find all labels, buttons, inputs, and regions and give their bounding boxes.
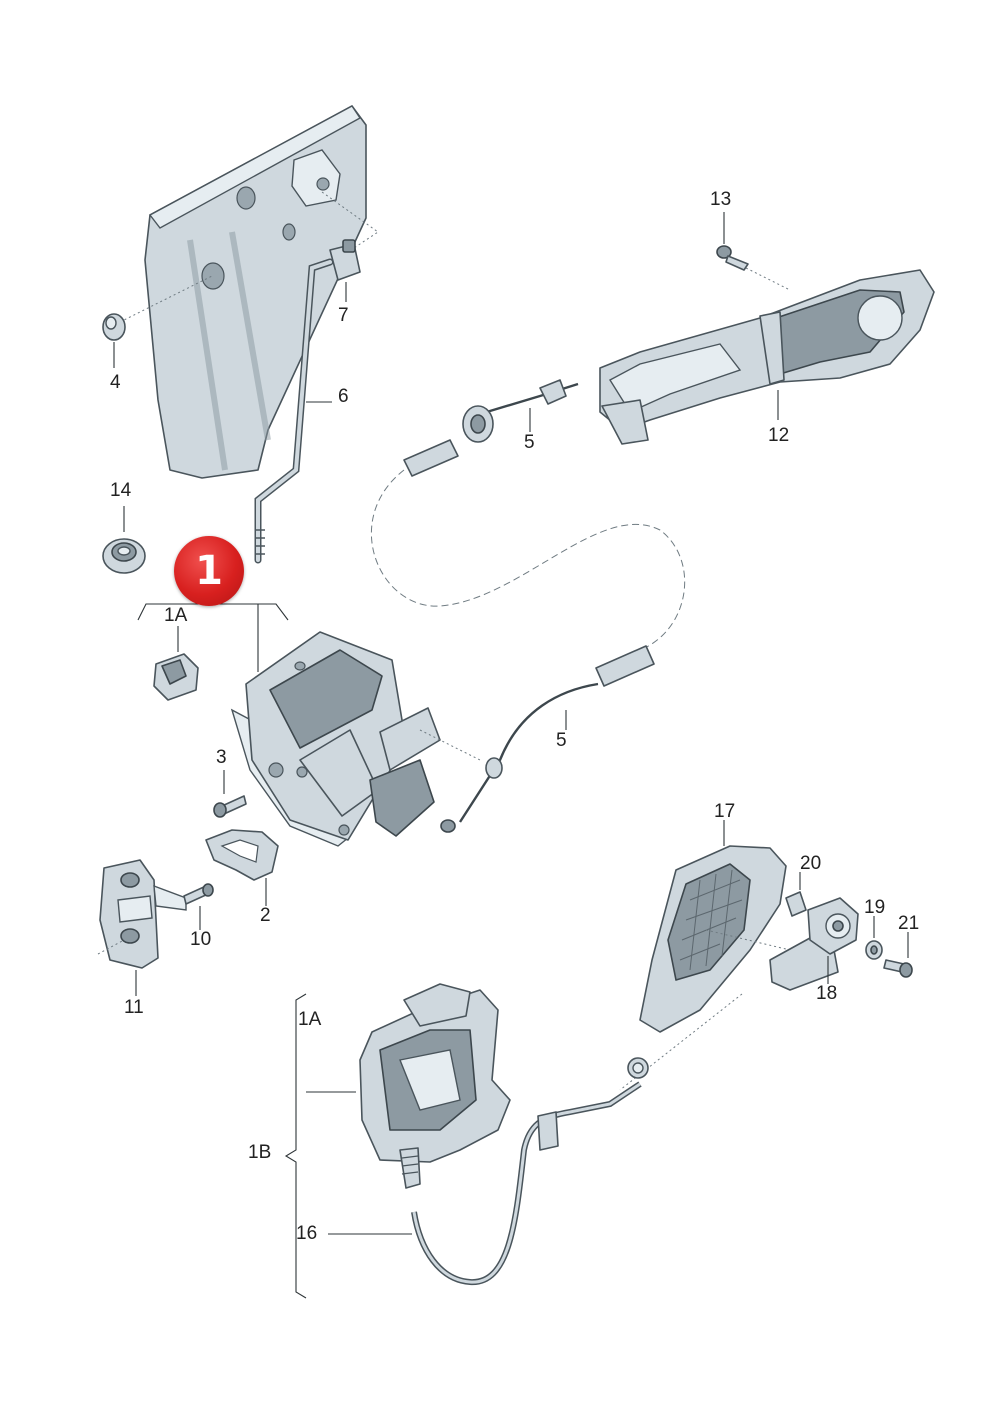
part-13-screw xyxy=(716,245,749,271)
part-label-1A-top: 1A xyxy=(164,605,188,626)
part-label-1B: 1B xyxy=(248,1142,272,1163)
part-11-striker xyxy=(99,859,187,969)
part-label-3: 3 xyxy=(216,747,227,768)
part-label-6: 6 xyxy=(338,386,349,407)
door-inner-panel xyxy=(144,105,367,479)
part-label-2: 2 xyxy=(260,905,271,926)
part-label-1A-bottom: 1A xyxy=(298,1009,322,1030)
part-6-rod xyxy=(254,258,334,564)
part-label-11: 11 xyxy=(124,997,144,1018)
part-label-13: 13 xyxy=(710,189,732,210)
part-12-door-handle xyxy=(599,269,935,445)
part-label-5-lower: 5 xyxy=(556,730,567,751)
part-18-motor xyxy=(769,897,859,991)
part-label-21: 21 xyxy=(898,913,920,934)
part-label-19: 19 xyxy=(864,897,886,918)
door-lock-assembly xyxy=(230,631,441,847)
part-2-seal xyxy=(205,829,279,881)
part-17-cover xyxy=(639,845,787,1033)
part-16-wire xyxy=(411,1057,649,1286)
part-21-screw xyxy=(883,959,913,978)
part-5-upper-cable xyxy=(403,379,579,477)
part-1A-clip xyxy=(153,653,199,701)
part-label-20: 20 xyxy=(800,853,822,874)
part-10-screw xyxy=(183,883,214,905)
part-label-14: 14 xyxy=(110,480,132,501)
lower-door-lock xyxy=(359,983,511,1189)
part-label-12: 12 xyxy=(768,425,790,446)
part-label-4: 4 xyxy=(110,372,121,393)
part-label-10: 10 xyxy=(190,929,212,950)
part-4-plug xyxy=(102,313,126,341)
callout-badge-1: 1 xyxy=(174,536,244,606)
part-14-grommet xyxy=(102,538,146,574)
part-3-screw xyxy=(213,795,247,818)
part-7-clip xyxy=(329,239,361,281)
part-label-7: 7 xyxy=(338,305,349,326)
part-label-5-upper: 5 xyxy=(524,432,535,453)
part-5-lower-cable xyxy=(440,645,655,833)
part-label-18: 18 xyxy=(816,983,838,1004)
part-label-16: 16 xyxy=(296,1223,318,1244)
part-20-pin xyxy=(785,891,807,917)
part-19-bush xyxy=(865,940,883,960)
part-label-17: 17 xyxy=(714,801,736,822)
